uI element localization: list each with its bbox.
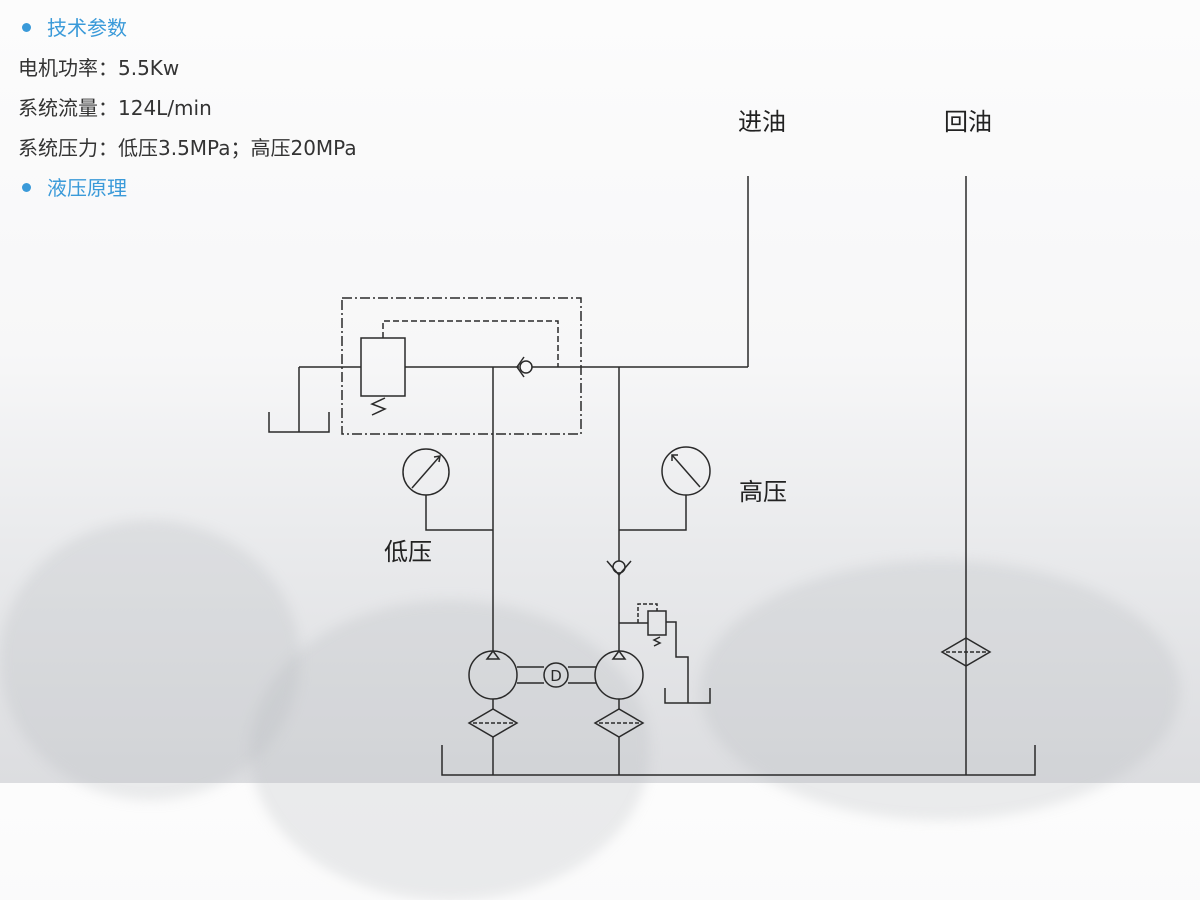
return-filter-icon — [940, 637, 992, 667]
bullet-icon — [22, 23, 31, 32]
high-pressure-label: 高压 — [739, 478, 787, 506]
param-motor-power: 电机功率：5.5Kw — [18, 56, 180, 80]
valve-block-enclosure — [341, 297, 582, 435]
spring-icon — [370, 397, 387, 416]
reservoir — [441, 745, 1036, 776]
check-valve-icon — [516, 356, 533, 378]
high-pressure-pump-icon — [594, 649, 644, 700]
motor-label: D — [550, 667, 562, 685]
suction-filter-icon — [593, 708, 645, 738]
low-pressure-label: 低压 — [384, 538, 432, 566]
motor-icon — [543, 662, 569, 688]
inlet-label: 进油 — [738, 108, 786, 136]
suction-filter-icon — [467, 708, 519, 738]
low-pressure-gauge-icon — [402, 448, 493, 531]
pilot-line — [382, 320, 559, 367]
relief-valve-small — [619, 603, 711, 704]
param-pressure: 系统压力：低压3.5MPa；高压20MPa — [18, 136, 357, 160]
motor-shaft — [517, 666, 596, 684]
hydraulic-schematic: D — [268, 176, 1036, 776]
tank-icon — [268, 412, 330, 433]
relief-valve — [360, 337, 406, 397]
section-heading-hydraulic: 液压原理 — [18, 168, 357, 208]
background-ghost — [0, 520, 300, 800]
low-pressure-pump-icon — [468, 649, 518, 700]
tank-icon — [664, 688, 711, 704]
return-label: 回油 — [944, 108, 992, 136]
spec-block: 技术参数 电机功率：5.5Kw 系统流量：124L/min 系统压力：低压3.5… — [18, 8, 357, 208]
param-flow: 系统流量：124L/min — [18, 96, 212, 120]
background-ghost — [700, 560, 1180, 820]
high-pressure-gauge-icon — [619, 446, 711, 531]
check-valve-icon — [606, 560, 632, 577]
bullet-icon — [22, 183, 31, 192]
section-heading-tech-params: 技术参数 — [18, 8, 357, 48]
